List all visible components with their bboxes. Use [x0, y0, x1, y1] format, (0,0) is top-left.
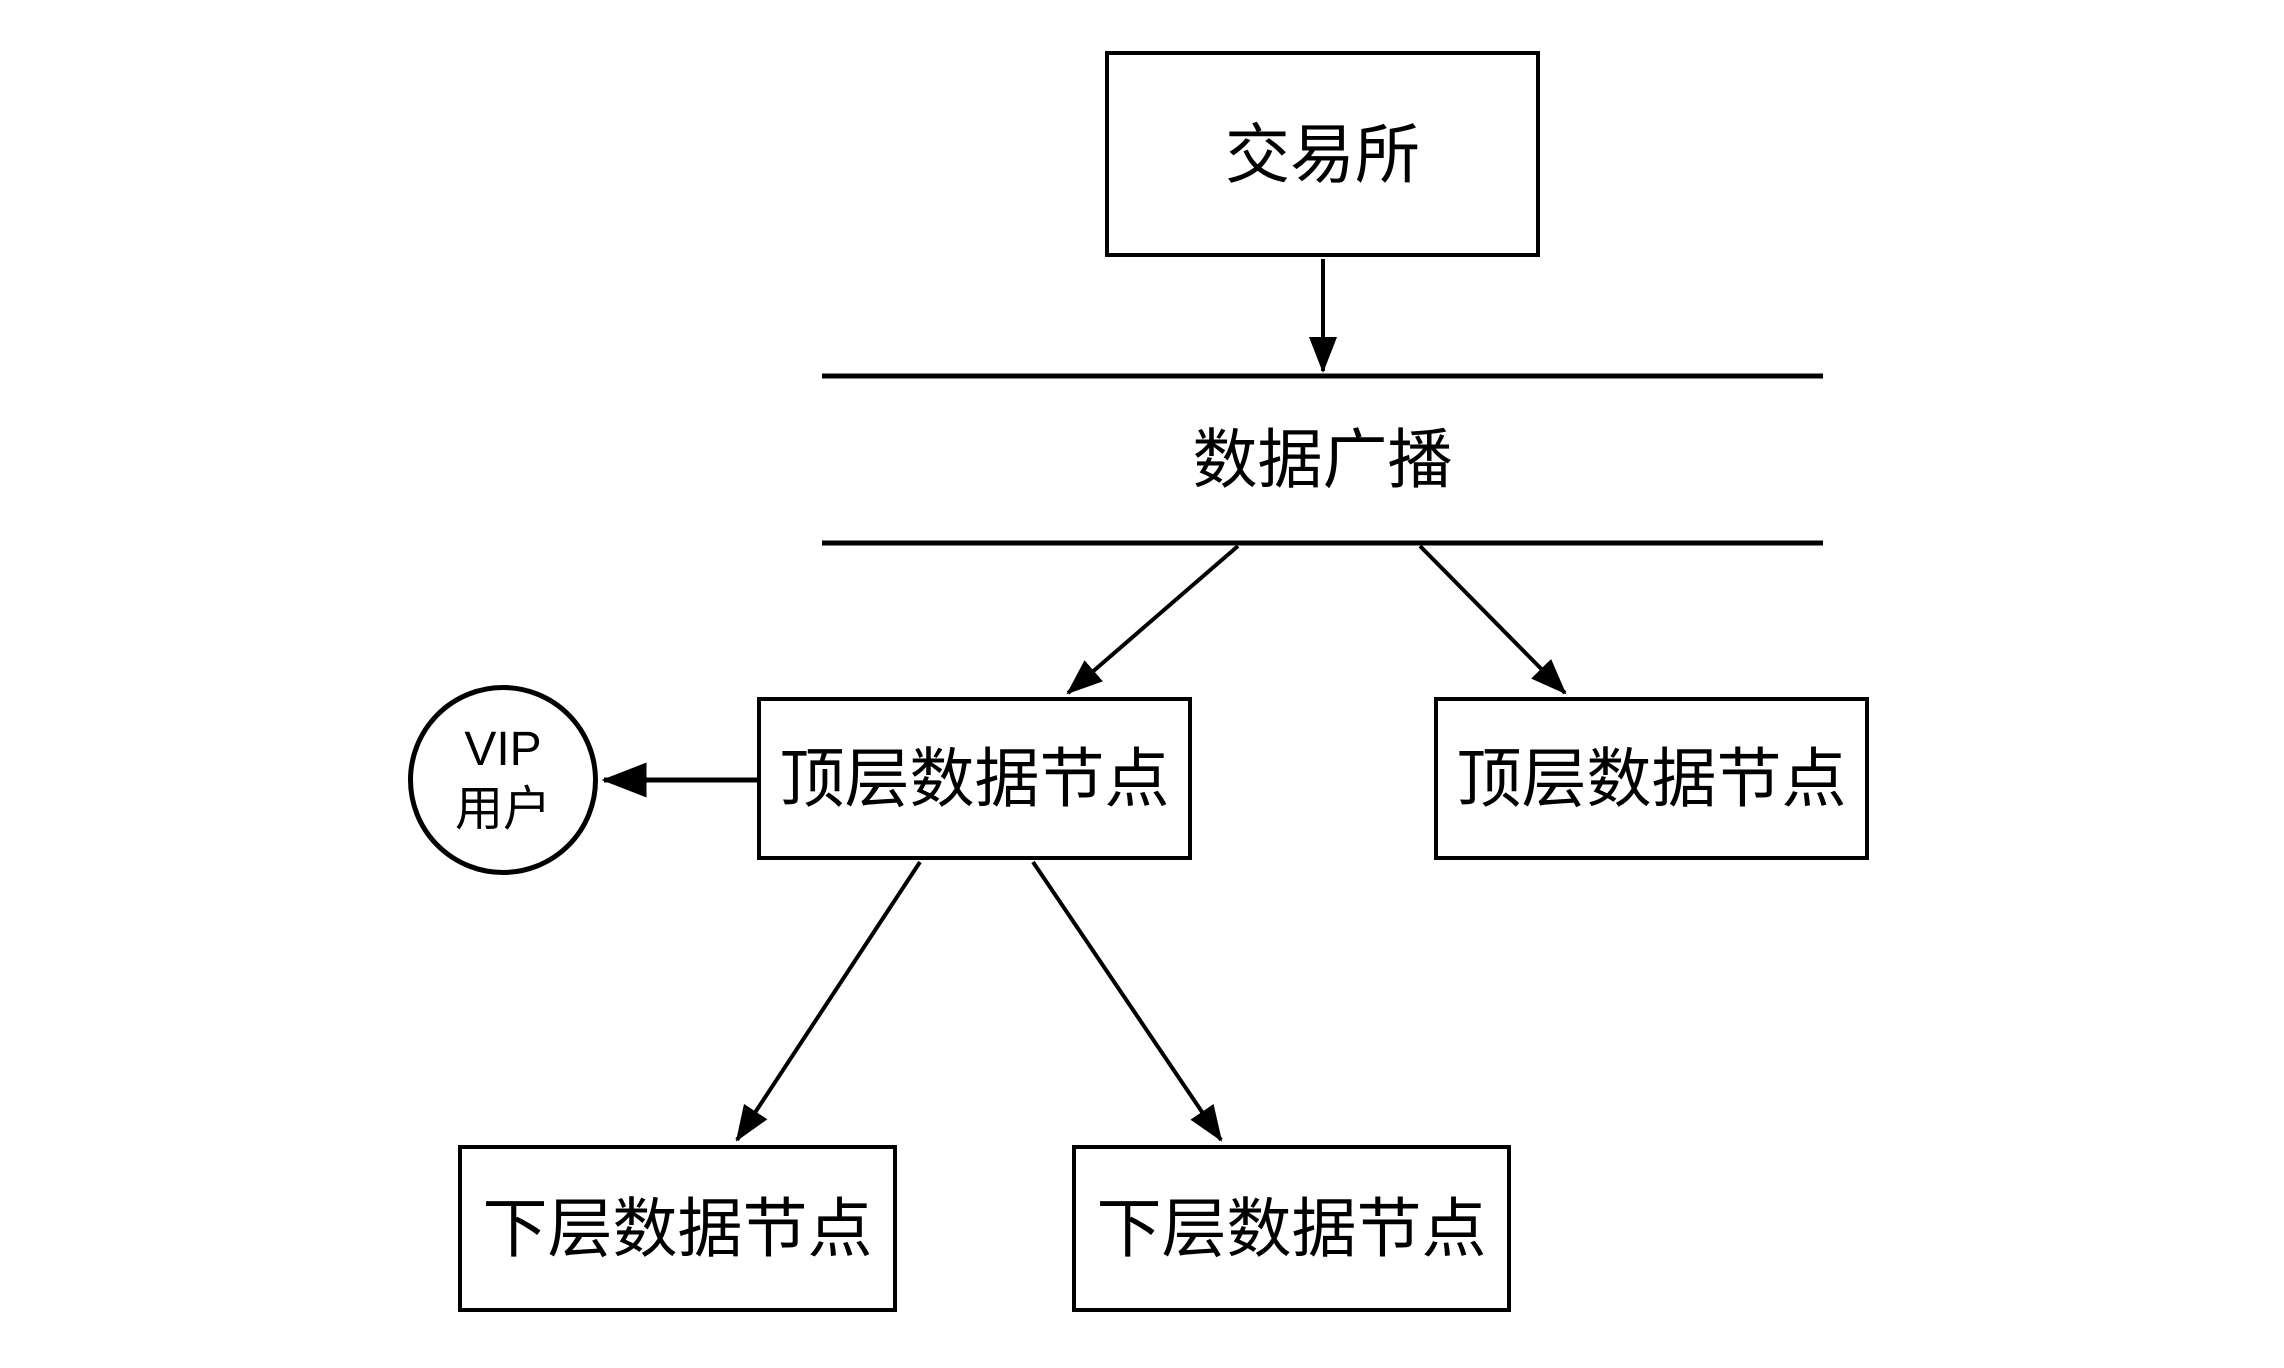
node-exchange-label: 交易所 — [1224, 117, 1420, 191]
arrow-broadcast-to-top-right — [1418, 544, 1567, 695]
node-top-left-label: 顶层数据节点 — [779, 742, 1170, 815]
vip-user-label-line2: 用户 — [454, 783, 551, 836]
node-lower-right-label: 下层数据节点 — [1096, 1192, 1487, 1265]
node-lower-right: 下层数据节点 — [1072, 1145, 1511, 1312]
arrow-topleft-to-lower-left — [735, 860, 922, 1142]
node-vip-user: VIP 用户 — [408, 685, 598, 875]
node-lower-left: 下层数据节点 — [458, 1145, 897, 1312]
arrow-broadcast-to-top-left — [1066, 544, 1240, 695]
broadcast-bus-text: 数据广播 — [1192, 423, 1453, 496]
node-top-left: 顶层数据节点 — [757, 697, 1192, 860]
node-top-right: 顶层数据节点 — [1434, 697, 1869, 860]
arrow-topleft-to-lower-right — [1031, 860, 1223, 1142]
node-broadcast-bus-label: 数据广播 — [822, 381, 1823, 538]
node-exchange: 交易所 — [1105, 51, 1540, 257]
node-top-right-label: 顶层数据节点 — [1456, 742, 1847, 815]
node-lower-left-label: 下层数据节点 — [482, 1192, 873, 1265]
vip-user-label-line1: VIP — [464, 723, 542, 776]
